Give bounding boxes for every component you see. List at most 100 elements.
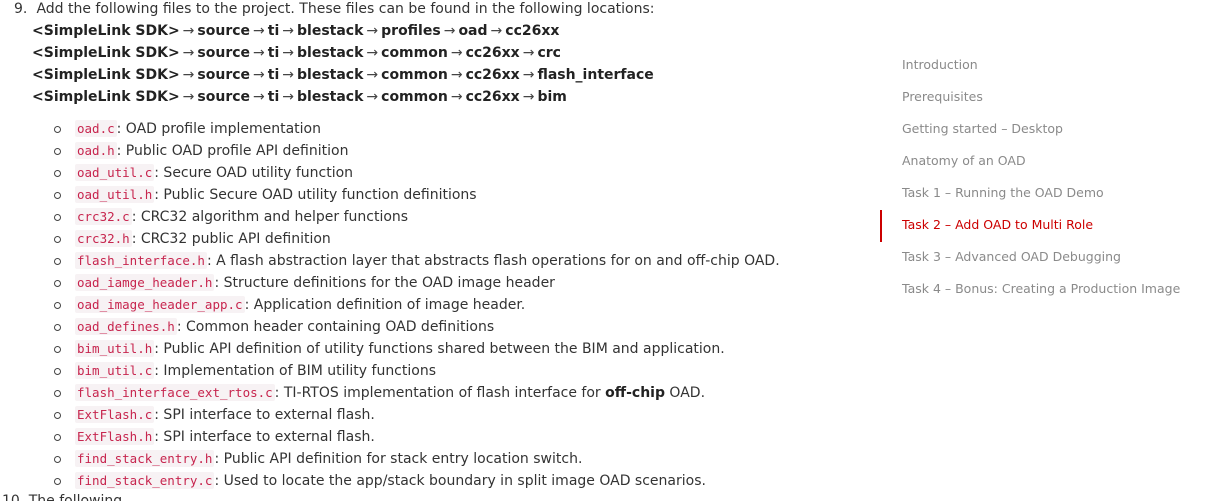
arrow-icon: → <box>253 89 265 105</box>
path-segment: <SimpleLink SDK> <box>32 67 180 83</box>
file-description: : Public Secure OAD utility function def… <box>154 187 477 203</box>
file-name: oad.h <box>75 142 117 159</box>
arrow-icon: → <box>450 67 463 83</box>
file-name: oad.c <box>75 120 117 137</box>
path-line: <SimpleLink SDK>→source→ti→blestack→prof… <box>32 20 654 42</box>
path-segment: source <box>197 23 251 39</box>
list-item: oad_defines.h: Common header containing … <box>54 316 780 338</box>
arrow-icon: → <box>282 23 294 39</box>
bullet-icon <box>54 236 61 243</box>
step-number: 9. <box>14 1 28 17</box>
file-name: bim_util.c <box>75 362 155 379</box>
toc-item[interactable]: Task 2 – Add OAD to Multi Role <box>880 210 1210 244</box>
toc-item[interactable]: Prerequisites <box>902 89 983 104</box>
arrow-icon: → <box>366 23 379 39</box>
bullet-icon <box>54 280 61 287</box>
list-item: oad_util.h: Public Secure OAD utility fu… <box>54 184 780 206</box>
next-step-text: 10. The following ... <box>2 493 140 501</box>
list-item: oad_iamge_header.h: Structure definition… <box>54 272 780 294</box>
path-segment: cc26xx <box>465 45 520 61</box>
bullet-icon <box>54 214 61 221</box>
toc-item[interactable]: Getting started – Desktop <box>902 121 1063 136</box>
arrow-icon: → <box>182 23 195 39</box>
bullet-icon <box>54 456 61 463</box>
toc-item[interactable]: Task 4 – Bonus: Creating a Production Im… <box>902 281 1181 296</box>
file-description: : CRC32 public API definition <box>131 231 331 247</box>
file-name: oad_defines.h <box>75 318 177 335</box>
path-segment: cc26xx <box>465 67 520 83</box>
bullet-icon <box>54 126 61 133</box>
file-description: : Implementation of BIM utility function… <box>154 363 436 379</box>
path-line: <SimpleLink SDK>→source→ti→blestack→comm… <box>32 86 654 108</box>
file-description: : Secure OAD utility function <box>154 165 354 181</box>
list-item: crc32.h: CRC32 public API definition <box>54 228 780 250</box>
list-item: ExtFlash.h: SPI interface to external fl… <box>54 426 780 448</box>
path-segment: ti <box>267 89 280 105</box>
file-description: : SPI interface to external flash. <box>154 429 375 445</box>
file-name: ExtFlash.c <box>75 406 155 423</box>
list-item: bim_util.c: Implementation of BIM utilit… <box>54 360 780 382</box>
path-segment: ti <box>267 23 280 39</box>
arrow-icon: → <box>253 67 265 83</box>
file-description: : SPI interface to external flash. <box>154 407 375 423</box>
path-segment: oad <box>458 23 488 39</box>
bullet-icon <box>54 346 61 353</box>
arrow-icon: → <box>522 89 535 105</box>
path-segment: <SimpleLink SDK> <box>32 23 180 39</box>
path-segment: common <box>381 89 448 105</box>
toc-item[interactable]: Anatomy of an OAD <box>902 153 1026 168</box>
path-segment: flash_interface <box>537 67 654 83</box>
bullet-icon <box>54 258 61 265</box>
arrow-icon: → <box>450 89 463 105</box>
file-description: : Used to locate the app/stack boundary … <box>214 473 706 489</box>
file-name: oad_image_header_app.c <box>75 296 245 313</box>
arrow-icon: → <box>253 23 265 39</box>
arrow-icon: → <box>182 89 195 105</box>
path-segment: blestack <box>297 67 364 83</box>
arrow-icon: → <box>366 67 379 83</box>
path-segment: blestack <box>297 45 364 61</box>
file-description: : Application definition of image header… <box>244 297 526 313</box>
file-description: : Common header containing OAD definitio… <box>176 319 495 335</box>
list-item: oad_util.c: Secure OAD utility function <box>54 162 780 184</box>
file-name: flash_interface_ext_rtos.c <box>75 384 275 401</box>
file-description: : TI-RTOS implementation of flash interf… <box>274 385 606 401</box>
file-name: oad_util.c <box>75 164 155 181</box>
path-segment: <SimpleLink SDK> <box>32 45 180 61</box>
toc-item[interactable]: Introduction <box>902 57 978 72</box>
arrow-icon: → <box>282 45 294 61</box>
emphasis: off-chip <box>605 385 665 401</box>
path-segment: blestack <box>297 23 364 39</box>
bullet-icon <box>54 170 61 177</box>
list-item: flash_interface_ext_rtos.c: TI-RTOS impl… <box>54 382 780 404</box>
file-list: oad.c: OAD profile implementation oad.h : … <box>54 118 780 492</box>
toc-item[interactable]: Task 1 – Running the OAD Demo <box>902 185 1104 200</box>
bullet-icon <box>54 434 61 441</box>
file-name: oad_util.h <box>75 186 155 203</box>
file-name: find_stack_entry.c <box>75 472 215 489</box>
bullet-icon <box>54 478 61 485</box>
file-description: : CRC32 algorithm and helper functions <box>131 209 409 225</box>
arrow-icon: → <box>182 67 195 83</box>
list-item: ExtFlash.c: SPI interface to external fl… <box>54 404 780 426</box>
list-item: find_stack_entry.c: Used to locate the a… <box>54 470 780 492</box>
arrow-icon: → <box>490 23 503 39</box>
file-name: flash_interface.h <box>75 252 207 269</box>
file-name: crc32.h <box>75 230 132 247</box>
list-item: flash_interface.h: A flash abstraction l… <box>54 250 780 272</box>
path-segment: common <box>381 45 448 61</box>
file-description-tail: OAD. <box>664 385 706 401</box>
file-name: ExtFlash.h <box>75 428 155 445</box>
arrow-icon: → <box>366 89 379 105</box>
bullet-icon <box>54 368 61 375</box>
toc-item[interactable]: Task 3 – Advanced OAD Debugging <box>902 249 1121 264</box>
list-item: find_stack_entry.h: Public API definitio… <box>54 448 780 470</box>
arrow-icon: → <box>443 23 456 39</box>
path-segment: common <box>381 67 448 83</box>
path-segment: cc26xx <box>505 23 560 39</box>
arrow-icon: → <box>282 89 294 105</box>
list-item: oad.c: OAD profile implementation <box>54 118 780 140</box>
file-name: find_stack_entry.h <box>75 450 215 467</box>
step-text: Add the following files to the project. … <box>36 1 655 17</box>
